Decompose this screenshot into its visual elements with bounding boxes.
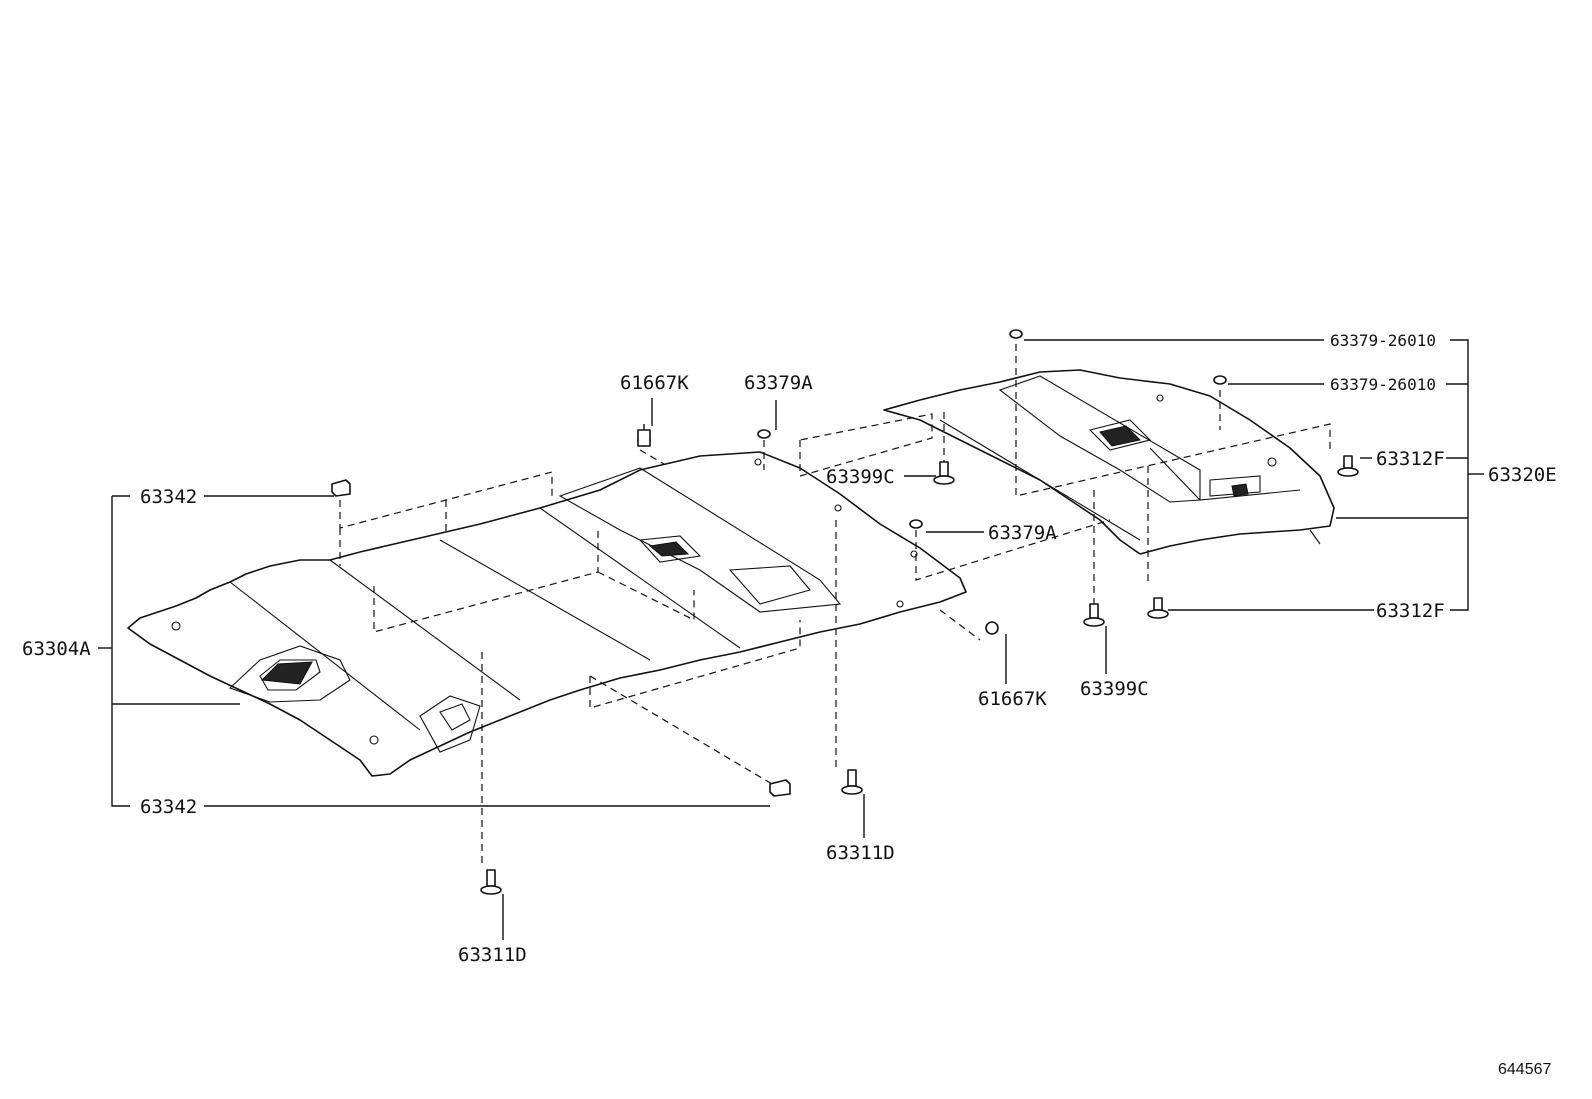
label-63342-top: 63342 [140,486,197,508]
label-63399c-bottom: 63399C [1080,678,1149,700]
label-63379-26010-b: 63379-26010 [1330,375,1436,394]
label-61667k-top: 61667K [620,372,689,394]
label-63311d-bottom: 63311D [458,944,527,966]
label-63311d-mid: 63311D [826,842,895,864]
clip-63342-top [331,479,351,497]
label-63379-26010-a: 63379-26010 [1330,331,1436,350]
part-labels: 63342 63304A 63342 61667K 63379A 63399C … [22,331,1557,1078]
grommet-63379a-top [757,429,771,439]
grommet-63379a-mid [909,519,923,529]
label-63379a-mid: 63379A [988,522,1057,544]
clip-61667k-top [637,424,651,447]
label-63312f-top: 63312F [1376,448,1445,470]
label-63312f-bottom: 63312F [1376,600,1445,622]
label-63304a: 63304A [22,638,91,660]
headliner-rear-panel [883,369,1335,555]
label-63379a-top: 63379A [744,372,813,394]
label-63320e: 63320E [1488,464,1557,486]
screw-63399c-bottom [1083,603,1105,627]
leader-lines [98,339,1484,940]
screw-63312f-bottom [1147,597,1169,619]
assembly-guides [339,344,1331,866]
screw-63311d-bottom [480,869,502,895]
label-63342-bottom: 63342 [140,796,197,818]
label-61667k-bottom: 61667K [978,688,1047,710]
grommet-63379-26010-a [1009,329,1023,339]
screw-63312f-top [1337,455,1359,477]
grommet-63379-26010-b [1213,375,1227,385]
clip-63342-bottom [769,779,791,797]
fasteners [331,329,1359,895]
reference-number: 644567 [1498,1061,1551,1078]
clip-61667k-bottom [985,621,999,635]
headliner-front-panel [127,451,967,777]
label-63399c-top: 63399C [826,466,895,488]
screw-63311d-mid [841,769,863,795]
screw-63399c-top [933,461,955,485]
